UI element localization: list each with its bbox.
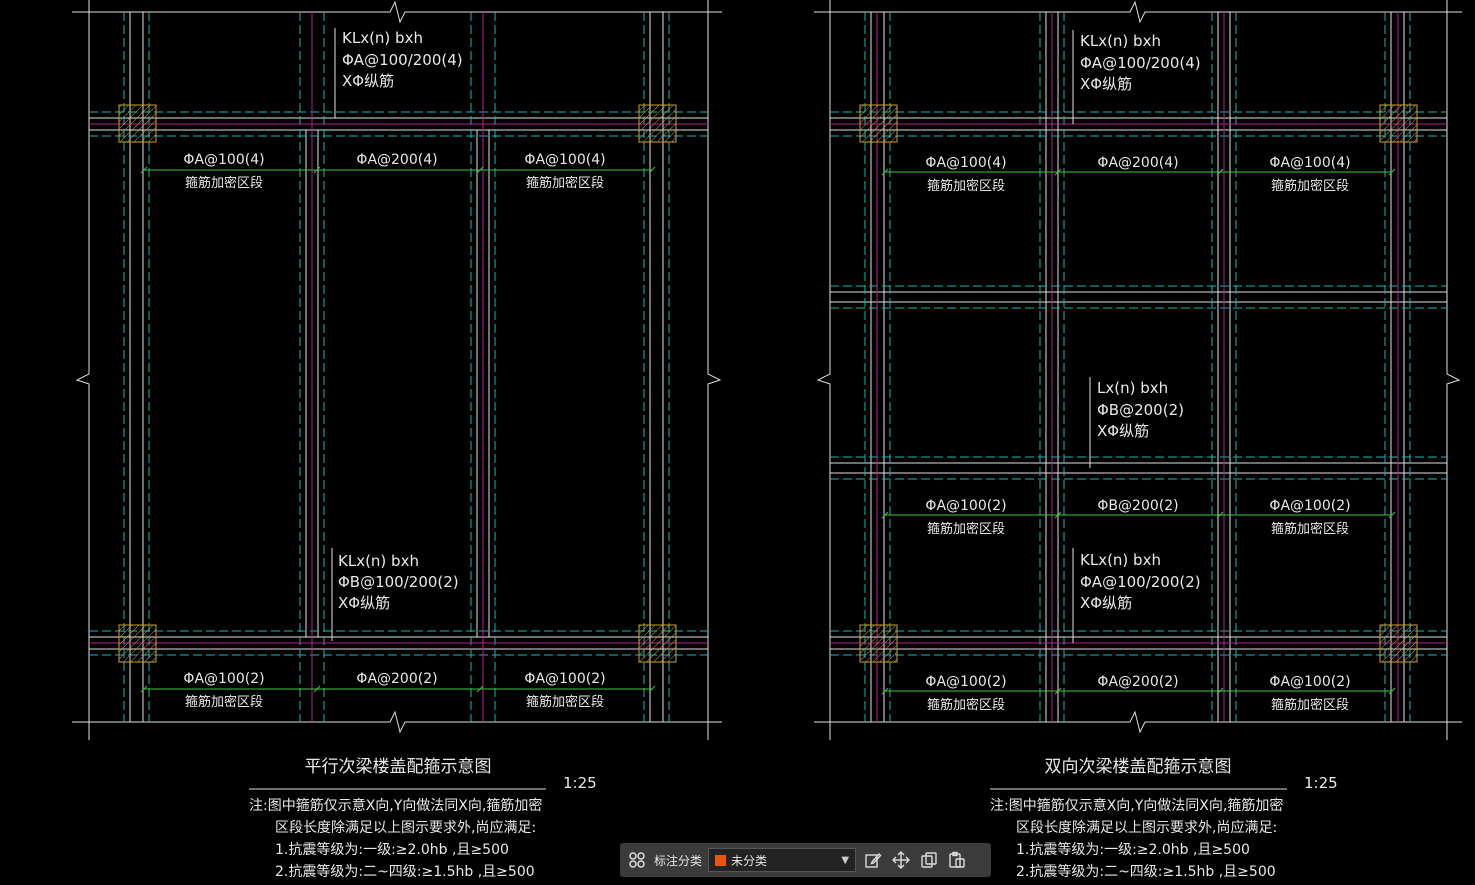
left-note-4: 2.抗震等级为:二~四级:≥1.5hb ,且≥500 xyxy=(275,863,535,880)
right-top-callout-2: ΦA@100/200(4) xyxy=(1080,54,1201,72)
right-top-spec-1: ΦA@100(4) xyxy=(925,155,1006,171)
right-middle-callout-3: XΦ纵筋 xyxy=(1097,422,1149,440)
left-bottom-spec-2: ΦA@200(2) xyxy=(356,671,437,687)
left-bottom-note-3: 箍筋加密区段 xyxy=(526,694,604,710)
left-dimensions xyxy=(140,166,656,693)
right-bottom-spec-2: ΦA@200(2) xyxy=(1097,674,1178,690)
right-bottom-callout-2: ΦA@100/200(2) xyxy=(1080,573,1201,591)
right-top-note-3: 箍筋加密区段 xyxy=(1271,178,1349,194)
left-note-1: 注:图中箍筋仅示意X向,Y向做法同X向,箍筋加密 xyxy=(249,797,542,814)
category-select-value: 未分类 xyxy=(731,853,768,868)
right-outline xyxy=(814,0,1462,740)
left-leaders xyxy=(331,28,336,641)
left-beams xyxy=(89,12,708,722)
chevron-down-icon: ▼ xyxy=(841,854,850,866)
left-top-spec-2: ΦA@200(4) xyxy=(356,152,437,168)
paste-icon[interactable] xyxy=(946,849,968,871)
left-top-callout-2: ΦA@100/200(4) xyxy=(342,51,463,69)
left-bottom-callout-1: KLx(n) bxh xyxy=(338,552,419,570)
left-top-spec-1: ΦA@100(4) xyxy=(183,152,264,168)
left-bottom-note-1: 箍筋加密区段 xyxy=(185,694,263,710)
right-top-spec-3: ΦA@100(4) xyxy=(1269,155,1350,171)
right-middle-spec-2: ΦB@200(2) xyxy=(1097,498,1178,514)
right-bottom-callout-3: XΦ纵筋 xyxy=(1080,594,1132,612)
right-bottom-callout-1: KLx(n) bxh xyxy=(1080,551,1161,569)
right-middle-callout-1: Lx(n) bxh xyxy=(1097,379,1168,397)
right-columns xyxy=(859,104,1418,663)
left-bottom-callout-2: ΦB@100/200(2) xyxy=(338,573,459,591)
right-bottom-note-1: 箍筋加密区段 xyxy=(927,697,1005,713)
left-top-note-1: 箍筋加密区段 xyxy=(185,175,263,191)
left-bottom-callout-3: XΦ纵筋 xyxy=(338,594,390,612)
right-dimensions xyxy=(881,168,1396,695)
annotation-category-select[interactable]: 未分类 ▼ xyxy=(708,848,857,872)
right-bottom-spec-1: ΦA@100(2) xyxy=(925,674,1006,690)
right-beams xyxy=(830,12,1447,722)
right-note-3: 1.抗震等级为:一级:≥2.0hb ,且≥500 xyxy=(1016,841,1250,858)
right-rebar xyxy=(830,12,1447,722)
right-top-callout-1: KLx(n) bxh xyxy=(1080,32,1161,50)
right-top-spec-2: ΦA@200(4) xyxy=(1097,155,1178,171)
copy-icon[interactable] xyxy=(918,849,940,871)
left-top-note-3: 箍筋加密区段 xyxy=(526,175,604,191)
right-bottom-note-3: 箍筋加密区段 xyxy=(1271,697,1349,713)
left-note-2: 区段长度除满足以上图示要求外,尚应满足: xyxy=(275,819,536,836)
right-middle-callout-2: ΦB@200(2) xyxy=(1097,401,1184,419)
edit-icon[interactable] xyxy=(862,849,884,871)
left-bottom-spec-1: ΦA@100(2) xyxy=(183,671,264,687)
left-drawing: KLx(n) bxh ΦA@100/200(4) XΦ纵筋 KLx(n) bxh… xyxy=(72,0,722,880)
right-note-4: 2.抗震等级为:二~四级:≥1.5hb ,且≥500 xyxy=(1016,863,1276,880)
right-leaders xyxy=(1072,30,1091,643)
right-middle-spec-1: ΦA@100(2) xyxy=(925,498,1006,514)
left-drawing-scale: 1:25 xyxy=(563,774,597,792)
left-note-3: 1.抗震等级为:一级:≥2.0hb ,且≥500 xyxy=(275,841,509,858)
right-note-1: 注:图中箍筋仅示意X向,Y向做法同X向,箍筋加密 xyxy=(990,797,1283,814)
right-middle-spec-3: ΦA@100(2) xyxy=(1269,498,1350,514)
left-drawing-title: 平行次梁楼盖配箍示意图 xyxy=(305,757,492,777)
right-drawing-scale: 1:25 xyxy=(1304,774,1338,792)
right-middle-note-1: 箍筋加密区段 xyxy=(927,521,1005,537)
left-rebar xyxy=(89,12,708,722)
category-color-swatch xyxy=(715,854,727,866)
right-top-callout-3: XΦ纵筋 xyxy=(1080,75,1132,93)
left-columns xyxy=(118,104,677,663)
annotation-toolbar: 标注分类 未分类 ▼ xyxy=(620,843,991,877)
right-top-note-1: 箍筋加密区段 xyxy=(927,178,1005,194)
grid-icon[interactable] xyxy=(626,849,648,871)
move-icon[interactable] xyxy=(890,849,912,871)
left-outline xyxy=(72,0,722,740)
right-note-2: 区段长度除满足以上图示要求外,尚应满足: xyxy=(1016,819,1277,836)
annotation-category-label: 标注分类 xyxy=(654,853,703,868)
right-drawing-title: 双向次梁楼盖配箍示意图 xyxy=(1045,757,1232,777)
left-top-callout-1: KLx(n) bxh xyxy=(342,29,423,47)
left-top-spec-3: ΦA@100(4) xyxy=(524,152,605,168)
right-drawing: KLx(n) bxh ΦA@100/200(4) XΦ纵筋 Lx(n) bxh … xyxy=(814,0,1462,880)
right-bottom-spec-3: ΦA@100(2) xyxy=(1269,674,1350,690)
left-bottom-spec-3: ΦA@100(2) xyxy=(524,671,605,687)
left-top-callout-3: XΦ纵筋 xyxy=(342,72,394,90)
right-middle-note-3: 箍筋加密区段 xyxy=(1271,521,1349,537)
